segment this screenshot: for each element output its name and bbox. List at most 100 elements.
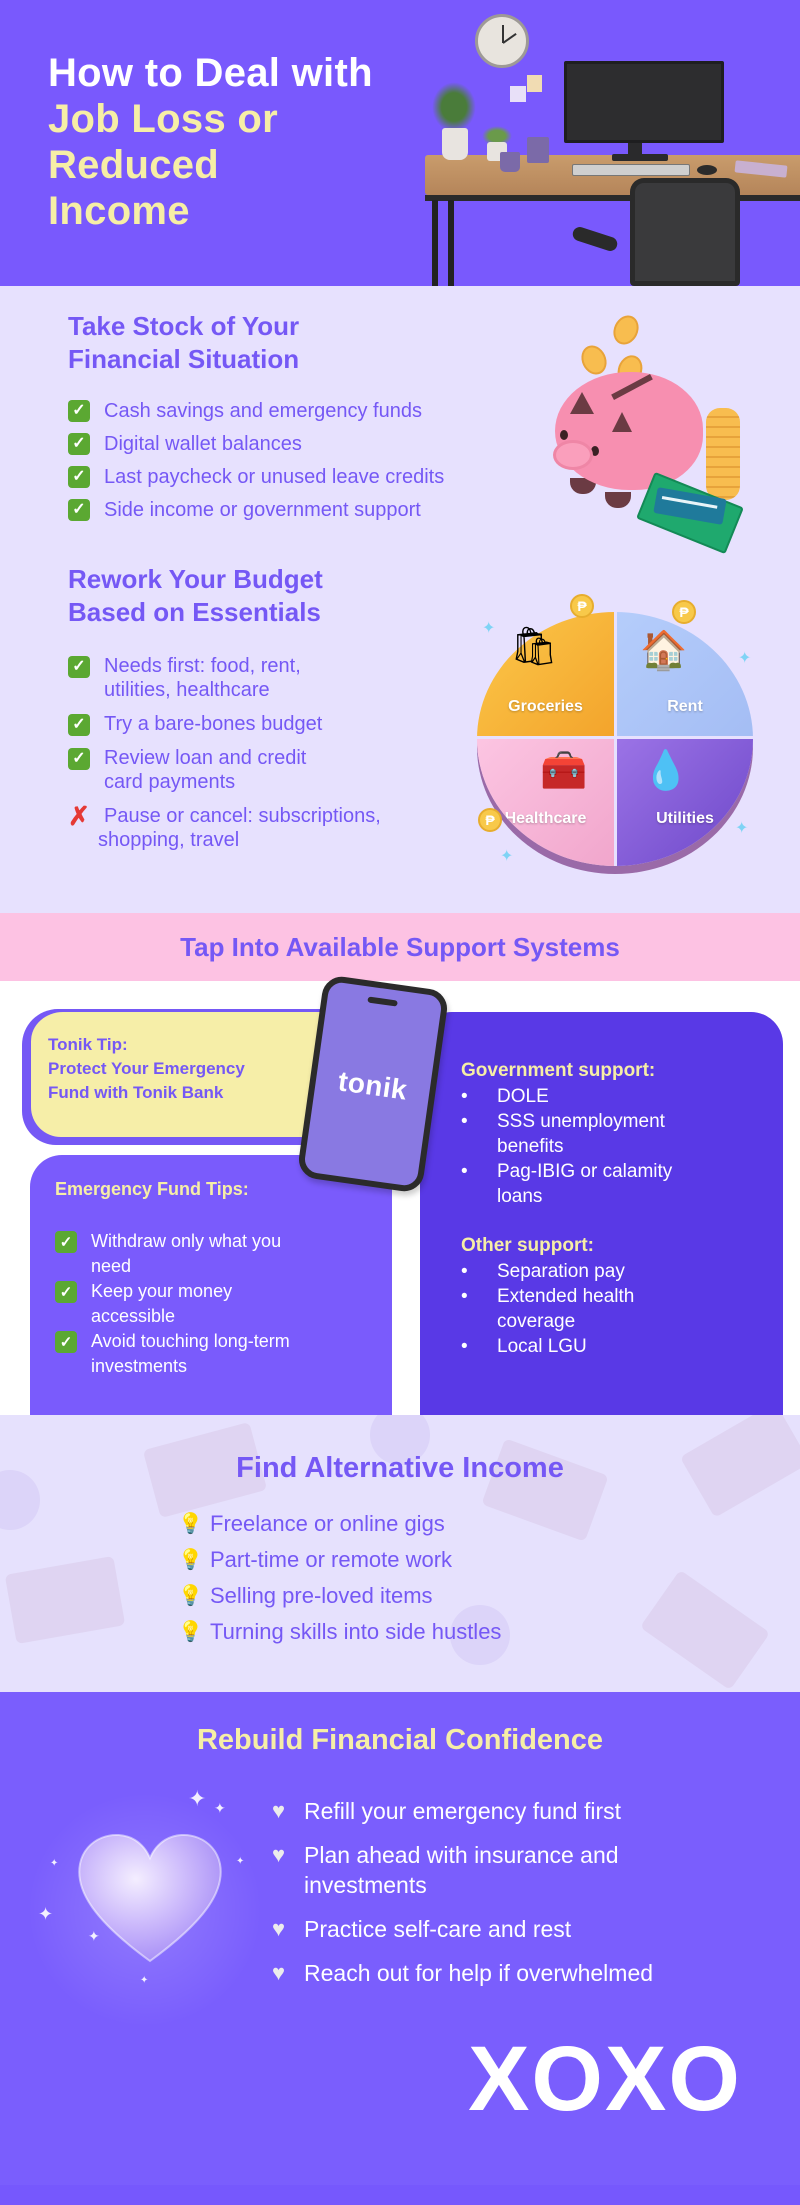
- check-icon: ✓: [68, 499, 90, 521]
- sparkle-icon: ✦: [236, 1856, 245, 1867]
- check-icon: ✓: [55, 1331, 77, 1353]
- pig-ear: [570, 392, 594, 414]
- mouse-icon: [697, 165, 717, 175]
- sparkle-icon: ✦: [738, 650, 752, 667]
- background-coin-icon: [370, 1415, 430, 1465]
- sparkle-icon: ✦: [88, 1928, 100, 1944]
- monitor-stand: [628, 143, 642, 157]
- sparkle-icon: ✦: [140, 1975, 149, 1986]
- list-item-text: Pause or cancel: subscriptions,shopping,…: [98, 804, 381, 852]
- sticky-note-icon: [510, 86, 526, 102]
- line: Plan ahead with insurance and: [304, 1842, 619, 1868]
- line: investments: [304, 1872, 427, 1898]
- check-icon: ✓: [68, 714, 90, 736]
- bullet-icon: •: [461, 1161, 468, 1182]
- chair-arm: [570, 225, 620, 253]
- list-item: ♥ Reach out for help if overwhelmed: [272, 1958, 772, 1988]
- phone-notch: [367, 996, 398, 1007]
- wall-clock-icon: [475, 14, 529, 68]
- bullet-icon: •: [461, 1086, 468, 1107]
- coffee-mug-icon: [500, 152, 520, 172]
- budget-heading: Rework Your Budget Based on Essentials: [68, 563, 323, 629]
- list-item-text: Local LGU: [497, 1336, 587, 1357]
- government-support-box: [420, 1012, 783, 1415]
- line: Pause or cancel: subscriptions,: [104, 805, 381, 827]
- list-item-text: Reach out for help if overwhelmed: [304, 1960, 654, 1986]
- list-item: ✓Side income or government support: [68, 497, 444, 530]
- hero-section: How to Deal with Job Loss or Reduced Inc…: [0, 0, 800, 286]
- grocery-bag-icon: 🛍: [510, 626, 559, 668]
- plant-icon: [482, 126, 512, 146]
- government-support-heading: Government support:: [461, 1060, 656, 1081]
- support-heading: Tap Into Available Support Systems: [180, 931, 620, 962]
- pig-eye: [591, 446, 599, 456]
- list-item: 💡Selling pre-loved items: [178, 1578, 501, 1614]
- check-icon: ✓: [68, 433, 90, 455]
- background-bill-icon: [639, 1569, 771, 1691]
- tip-line: Tonik Tip:: [48, 1035, 128, 1054]
- pig-eye: [560, 430, 568, 440]
- support-banner: Tap Into Available Support Systems: [0, 913, 800, 981]
- hero-title-line2: Job Loss or: [48, 97, 278, 141]
- bullet-icon: •: [461, 1261, 468, 1282]
- office-chair-icon: [630, 178, 740, 286]
- list-item: ✓Cash savings and emergency funds: [68, 398, 444, 431]
- line: Needs first: food, rent,: [104, 655, 301, 677]
- list-item: 💡 Freelance or online gigs: [178, 1506, 501, 1542]
- footer-strip: [0, 2185, 800, 2205]
- list-item-text: Last paycheck or unused leave credits: [104, 466, 445, 488]
- list-item-text: Refill your emergency fund first: [304, 1798, 622, 1824]
- peso-coin-icon: ₱: [478, 808, 502, 832]
- plug-and-water-icon: 💧: [642, 750, 690, 792]
- monitor-icon: [564, 61, 724, 143]
- list-item-text: Separation pay: [497, 1261, 625, 1282]
- check-icon: ✓: [68, 748, 90, 770]
- check-icon: ✓: [68, 466, 90, 488]
- list-item-text: Part-time or remote work: [210, 1547, 453, 1572]
- lightbulb-icon: 💡: [178, 1549, 203, 1571]
- line: Withdraw only what you: [91, 1231, 282, 1251]
- pen-holder-icon: [527, 137, 549, 163]
- coin-stack-icon: [706, 408, 740, 500]
- line: Review loan and credit: [104, 747, 307, 769]
- line: loans: [497, 1186, 543, 1207]
- list-item: ✓Needs first: food, rent,utilities, heal…: [68, 654, 488, 702]
- hero-title-line3: Reduced: [48, 143, 220, 187]
- bullet-icon: •: [461, 1286, 468, 1307]
- first-aid-kit-icon: 🧰: [540, 750, 588, 792]
- slice-label: Healthcare: [504, 810, 587, 827]
- lightbulb-icon: 💡: [178, 1513, 203, 1535]
- check-icon: ✓: [68, 400, 90, 422]
- xoxo-signoff: XOXO: [468, 2028, 742, 2130]
- tip-line: Protect Your Emergency: [48, 1059, 245, 1078]
- white-heart-icon: ♥: [272, 1960, 286, 1985]
- bullet-icon: •: [461, 1111, 468, 1132]
- rebuild-list: ♥Refill your emergency fund first ♥Plan …: [272, 1796, 772, 2002]
- sparkle-icon: ✦: [50, 1858, 59, 1869]
- desk-leg: [432, 200, 438, 286]
- budget-list: ✓Needs first: food, rent,utilities, heal…: [68, 654, 488, 862]
- line: Keep your money: [91, 1281, 233, 1301]
- list-item-text: Freelance or online gigs: [210, 1511, 445, 1536]
- take-stock-list: ✓Cash savings and emergency funds ✓Digit…: [68, 398, 444, 530]
- peso-coin-icon: ₱: [570, 594, 594, 618]
- list-item: ✗ Pause or cancel: subscriptions,shopping…: [68, 801, 488, 852]
- list-item: •Local LGU: [461, 1334, 761, 1359]
- check-icon: ✓: [55, 1281, 77, 1303]
- pie-slice-rent: Rent: [617, 612, 753, 736]
- plant-icon: [432, 82, 476, 132]
- cross-icon: ✗: [68, 801, 90, 831]
- take-stock-heading-line2: Financial Situation: [68, 344, 300, 374]
- sparkle-icon: ✦: [500, 848, 514, 865]
- list-item: • Separation pay: [461, 1259, 761, 1284]
